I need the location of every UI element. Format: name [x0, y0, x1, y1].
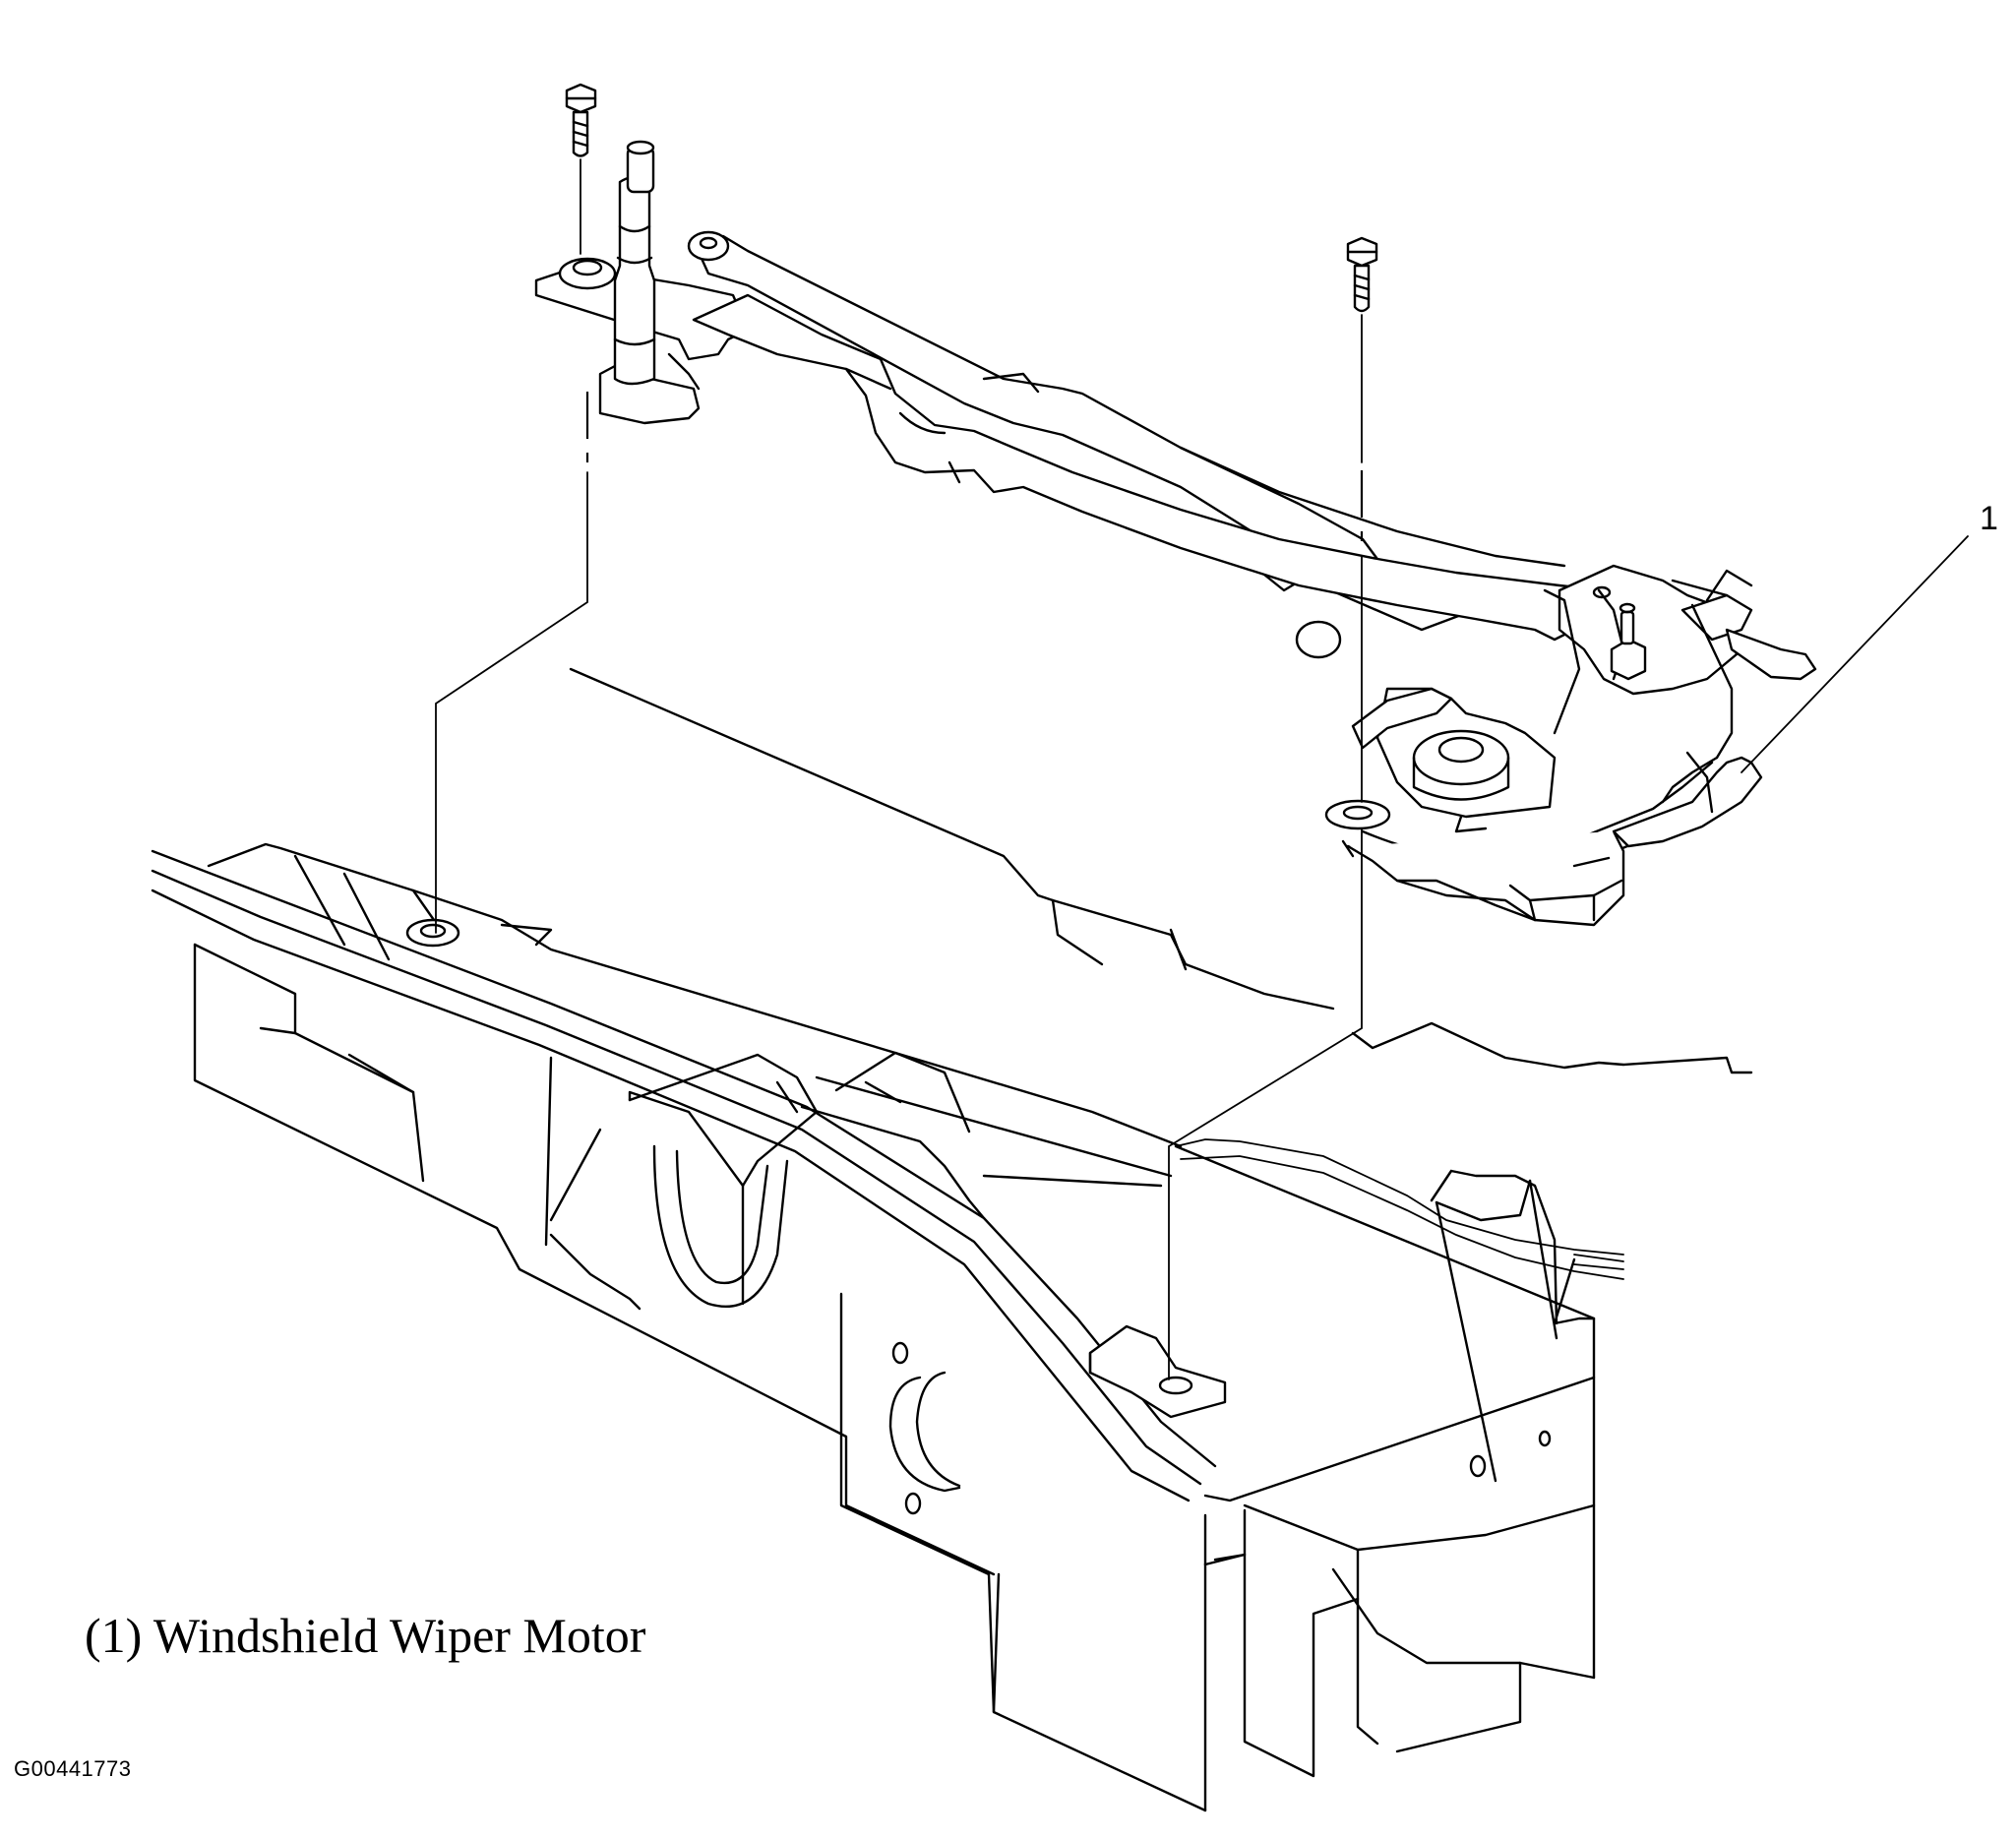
legend-caption: (1) Windshield Wiper Motor: [85, 1608, 646, 1663]
cowl-panel: [151, 667, 1753, 1812]
wiper-linkage-assembly: [534, 140, 1817, 927]
mount-holes: [405, 918, 460, 948]
bolt-right: [1346, 236, 1378, 313]
washer-right: [1324, 799, 1391, 830]
callout-number-1: 1: [1980, 500, 1998, 537]
bolt-left: [565, 83, 597, 157]
figure-id: G00441773: [14, 1756, 132, 1781]
installation-lines: [435, 158, 1969, 1380]
